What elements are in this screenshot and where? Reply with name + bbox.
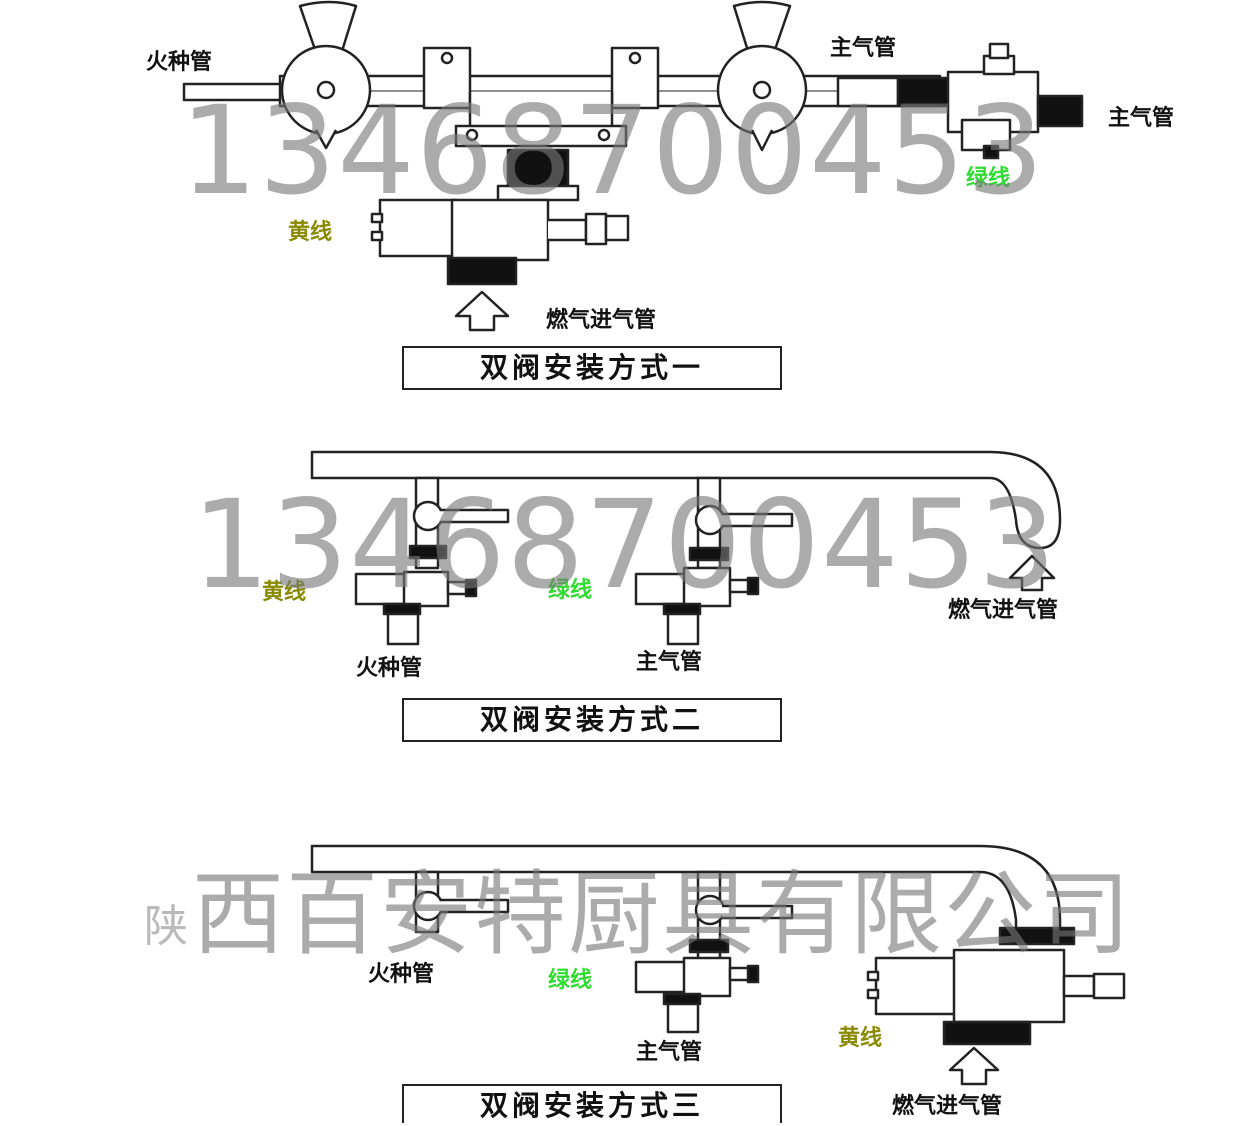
diagram1-caption: 双阀安装方式一 <box>402 346 782 390</box>
diagram3-caption: 双阀安装方式三 <box>402 1084 782 1123</box>
diagram2-inlet-arrow <box>1008 554 1056 592</box>
diagram3-green-wire-label: 绿线 <box>548 968 593 993</box>
diagram3-left-valve <box>412 890 444 922</box>
diagram1-coupling <box>836 76 900 108</box>
diagram2-right-body <box>682 566 732 608</box>
diagram2-left-valve <box>412 500 444 532</box>
diagram1-threaded-inlet <box>446 256 518 286</box>
diagram1-yellow-wire-label: 黄线 <box>288 220 333 245</box>
diagram3-inlet-arrow <box>948 1046 1000 1086</box>
diagram3-main-pipe-label: 主气管 <box>636 1040 703 1065</box>
diagram2-main-pipe <box>666 612 700 646</box>
diagram2-left-solenoid <box>354 572 408 606</box>
diagram3-mid-solenoid <box>634 960 688 994</box>
diagram1-solenoid-body <box>450 198 550 262</box>
diagram1-solenoid-coil <box>378 198 458 258</box>
diagram3-mid-body <box>682 956 732 998</box>
diagram2-supply-pipe <box>310 450 1062 550</box>
diagram2-right-valve <box>694 504 726 536</box>
diagram1-main-pipe-top-label: 主气管 <box>830 36 897 61</box>
diagram2-caption: 双阀安装方式二 <box>402 698 782 742</box>
diagram1-assembly <box>182 0 1084 332</box>
diagram2-pilot-pipe-label: 火种管 <box>356 656 423 681</box>
diagram2-yellow-wire-label: 黄线 <box>262 580 307 605</box>
diagram1-end-thread <box>1036 94 1084 128</box>
diagram3-bleed-knob <box>1092 972 1126 1000</box>
diagram1-main-pipe-right-label: 主气管 <box>1108 106 1175 131</box>
diagram3-mid-valve <box>694 894 726 926</box>
diagram2-gas-inlet-label: 燃气进气管 <box>948 598 1059 623</box>
diagram3-gas-inlet-label: 燃气进气管 <box>892 1094 1003 1119</box>
diagram3-assembly <box>310 844 1126 1086</box>
diagram3-big-solenoid-body <box>952 948 1066 1024</box>
diagram1-pilot-pipe-stub <box>182 82 286 102</box>
diagram3-threaded-inlet <box>942 1020 1032 1046</box>
diagram1-inlet-arrow <box>454 290 510 332</box>
diagram2-main-pipe-label: 主气管 <box>636 650 703 675</box>
diagram1-pilot-pipe-label: 火种管 <box>146 50 213 75</box>
diagram3-big-solenoid-coil <box>874 956 958 1016</box>
diagram1-bleed-knob <box>604 214 630 242</box>
diagram1-lower-bracket <box>454 124 628 148</box>
diagram3-main-pipe <box>666 1002 700 1034</box>
diagram1-threaded-nipple <box>896 76 950 108</box>
diagram2-green-wire-label: 绿线 <box>548 578 593 603</box>
diagram3-yellow-wire-label: 黄线 <box>838 1026 883 1051</box>
diagram2-assembly <box>310 450 1062 646</box>
diagram2-pilot-pipe <box>386 612 420 646</box>
diagram1-green-wire-label: 绿线 <box>966 166 1011 191</box>
diagram1-gas-inlet-label: 燃气进气管 <box>546 308 657 333</box>
diagram3-pilot-pipe-label: 火种管 <box>368 962 435 987</box>
diagram2-left-body <box>402 570 450 608</box>
diagram2-right-solenoid <box>634 572 688 606</box>
diagram1-clamp-left <box>422 46 472 110</box>
